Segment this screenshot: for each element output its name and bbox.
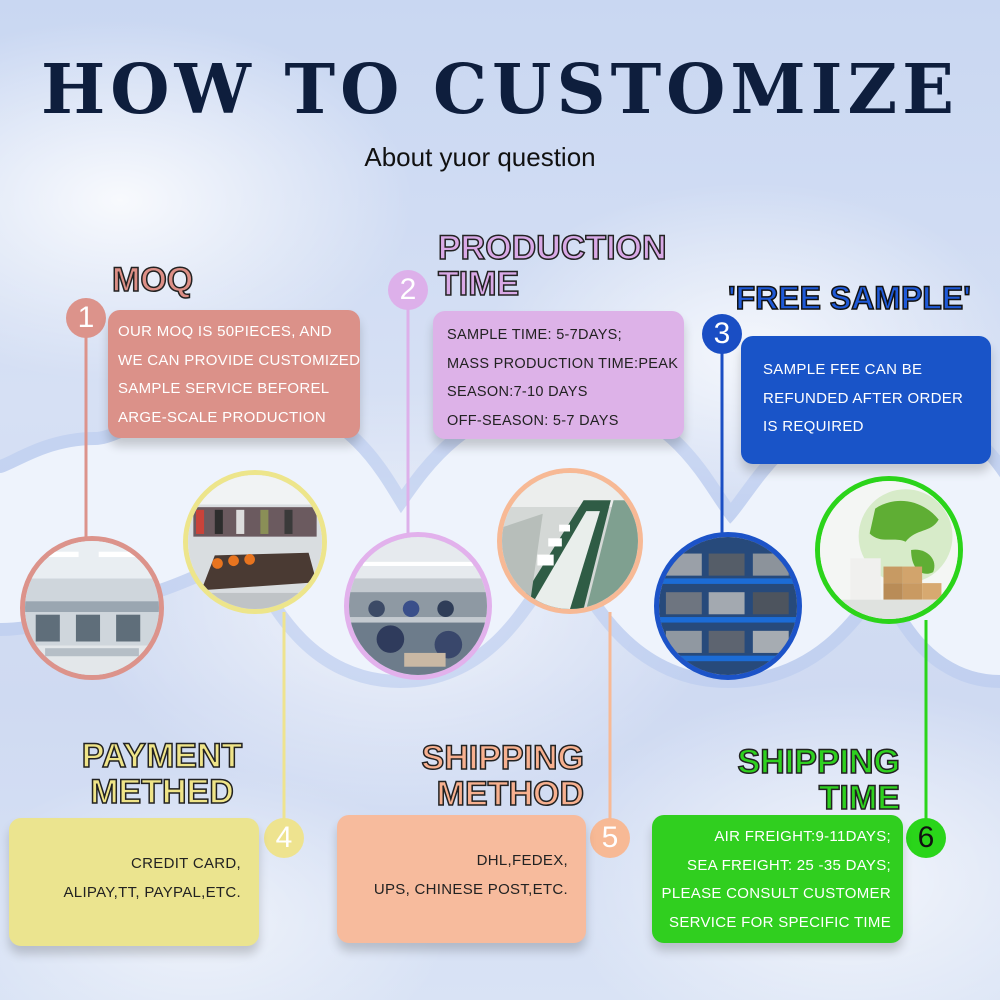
step-1-info-box: OUR MOQ IS 50PIECES, AND WE CAN PROVIDE …	[108, 310, 360, 438]
step-5-heading-line: SHIPPING	[421, 739, 585, 777]
warehouse-shelves-photo	[654, 532, 802, 680]
sewing-workshop-photo	[344, 532, 492, 680]
step-5-line: UPS, CHINESE POST,ETC.	[373, 880, 568, 898]
step-2-heading: PRODUCTION TIME	[437, 229, 667, 303]
step-3-number-badge: 3	[702, 314, 742, 354]
step-6-number-badge: 6	[906, 818, 946, 858]
step-4-heading-line: METHED	[89, 773, 234, 811]
step-4-info-box: CREDIT CARD, ALIPAY,TT, PAYPAL,ETC.	[9, 818, 259, 946]
step-4-heading: PAYMENT METHED	[70, 737, 254, 811]
step-3-line: SAMPLE FEE CAN BE	[763, 361, 923, 378]
step-3-line: REFUNDED AFTER ORDER	[763, 389, 964, 407]
step-2-line: SAMPLE TIME: 5-7DAYS;	[447, 327, 622, 343]
step-1-number-badge: 1	[66, 298, 106, 338]
step-6-line: AIR FREIGHT:9-11DAYS;	[714, 828, 891, 845]
step-3-info-box: SAMPLE FEE CAN BE REFUNDED AFTER ORDER I…	[741, 336, 991, 464]
step-5-heading-line: METHOD	[436, 775, 585, 813]
step-5-info-box: DHL,FEDEX, UPS, CHINESE POST,ETC.	[337, 815, 586, 943]
step-3-line: IS REQUIRED	[763, 418, 864, 435]
step-1-line: SAMPLE SERVICE BEFOREL	[118, 380, 330, 397]
step-3-heading-line: 'FREE SAMPLE'	[727, 279, 971, 317]
step-6-heading-line: SHIPPING	[737, 743, 901, 781]
step-1-heading-line: MOQ	[111, 261, 194, 299]
step-5-number-badge: 5	[590, 818, 630, 858]
globe-shipping-photo	[815, 476, 963, 624]
step-4-line: ALIPAY,TT, PAYPAL,ETC.	[63, 883, 241, 901]
step-6-heading: SHIPPING TIME	[722, 743, 901, 817]
step-6-line: SEA FREIGHT: 25 -35 DAYS;	[687, 856, 891, 874]
step-2-line: OFF-SEASON: 5-7 DAYS	[447, 412, 619, 429]
step-6-line: SERVICE FOR SPECIFIC TIME	[669, 913, 891, 931]
step-6-info-box: AIR FREIGHT:9-11DAYS; SEA FREIGHT: 25 -3…	[652, 815, 903, 943]
step-1-line: WE CAN PROVIDE CUSTOMIZED	[118, 351, 361, 369]
step-5-heading: SHIPPING METHOD	[406, 739, 585, 813]
step-3-heading: 'FREE SAMPLE'	[727, 279, 971, 317]
step-2-info-box: SAMPLE TIME: 5-7DAYS; MASS PRODUCTION TI…	[433, 311, 684, 439]
step-6-heading-line: TIME	[818, 779, 901, 817]
step-4-line: CREDIT CARD,	[131, 855, 241, 872]
step-2-line: SEASON:7-10 DAYS	[447, 384, 588, 400]
step-1-line: OUR MOQ IS 50PIECES, AND	[118, 323, 332, 340]
step-5-line: DHL,FEDEX,	[476, 852, 568, 869]
step-2-heading-line: PRODUCTION	[437, 229, 667, 267]
step-2-heading-line: TIME	[437, 265, 520, 303]
production-line-photo	[497, 468, 643, 614]
step-2-line: MASS PRODUCTION TIME:PEAK	[447, 355, 679, 372]
page-title: HOW TO CUSTOMIZE	[41, 50, 959, 130]
office-workspace-photo	[20, 536, 164, 680]
step-2-number-badge: 2	[388, 270, 428, 310]
showroom-photo	[183, 470, 327, 614]
step-6-line: PLEASE CONSULT CUSTOMER	[661, 885, 891, 902]
step-1-heading: MOQ	[111, 261, 194, 299]
step-4-heading-line: PAYMENT	[81, 737, 243, 775]
step-4-number-badge: 4	[264, 818, 304, 858]
step-1-line: ARGE-SCALE PRODUCTION	[118, 408, 326, 426]
page-subtitle: About yuor question	[364, 142, 596, 172]
